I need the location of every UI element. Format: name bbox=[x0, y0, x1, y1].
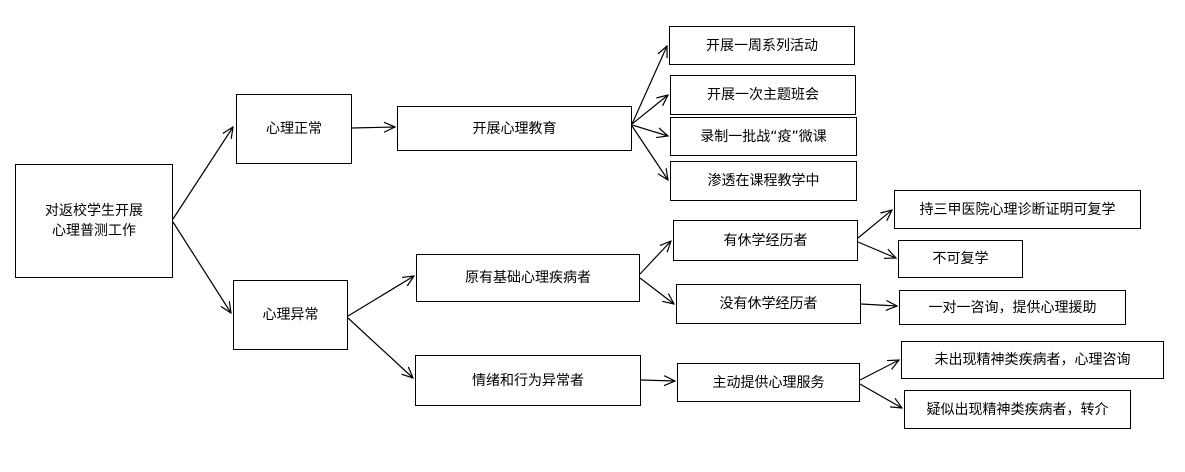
arrow-education-a1 bbox=[631, 46, 667, 125]
activity-node-4: 渗透在课程教学中 bbox=[670, 161, 857, 201]
root-line-1: 对返校学生开展 bbox=[45, 203, 143, 219]
no-mental-illness-node: 未出现精神类疾病者，心理咨询 bbox=[901, 341, 1164, 379]
with-leave-node: 有休学经历者 bbox=[673, 220, 858, 261]
abnormal-node: 心理异常 bbox=[233, 280, 348, 350]
arrow-base-leave bbox=[639, 241, 671, 275]
no-return-node: 不可复学 bbox=[898, 240, 1023, 278]
arrow-normal-education bbox=[351, 127, 395, 128]
arrow-noleave-consult bbox=[860, 304, 897, 306]
emotion-behavior-node: 情绪和行为异常者 bbox=[415, 355, 641, 406]
base-patients-node: 原有基础心理疾病者 bbox=[416, 254, 640, 302]
certificate-node: 持三甲医院心理诊断证明可复学 bbox=[894, 190, 1141, 229]
arrow-leave-cert bbox=[857, 210, 892, 239]
without-leave-node: 没有休学经历者 bbox=[676, 284, 861, 324]
education-node: 开展心理教育 bbox=[397, 106, 632, 151]
activity-node-2: 开展一次主题班会 bbox=[670, 75, 856, 115]
arrow-abnormal-emotion bbox=[347, 317, 413, 378]
arrow-education-a2 bbox=[631, 95, 668, 125]
arrow-education-a3 bbox=[631, 124, 668, 136]
arrow-leave-norec bbox=[857, 241, 896, 258]
root-line-2: 心理普测工作 bbox=[52, 223, 136, 239]
arrow-abnormal-base bbox=[347, 276, 414, 317]
activity-node-3: 录制一批战“疫”微课 bbox=[670, 117, 857, 156]
arrow-emotion-serve bbox=[640, 380, 675, 381]
arrow-base-noleave bbox=[639, 277, 674, 304]
arrow-root-normal bbox=[172, 127, 233, 220]
arrow-serve-refer bbox=[859, 383, 902, 408]
active-service-node: 主动提供心理服务 bbox=[677, 363, 860, 402]
one-on-one-node: 一对一咨询，提供心理援助 bbox=[899, 290, 1126, 325]
suspected-mental-illness-node: 疑似出现精神类疾病者，转介 bbox=[904, 390, 1131, 429]
normal-node: 心理正常 bbox=[236, 94, 352, 164]
root-node: 对返校学生开展 心理普测工作 bbox=[15, 164, 173, 278]
activity-node-1: 开展一周系列活动 bbox=[669, 26, 855, 65]
arrow-education-a4 bbox=[631, 125, 668, 180]
arrow-root-abnormal bbox=[172, 221, 231, 313]
arrow-serve-not bbox=[859, 360, 899, 381]
